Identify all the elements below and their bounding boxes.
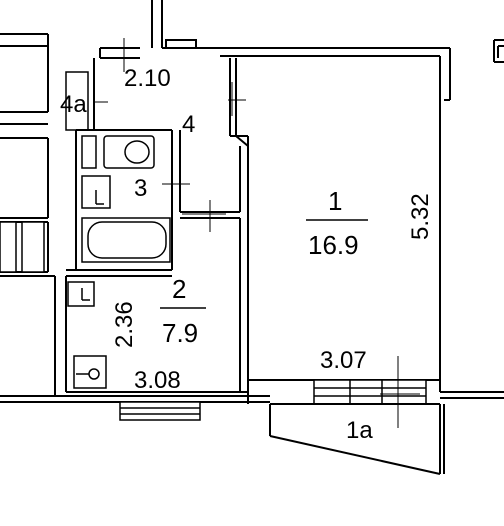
room-1-area: 16.9	[308, 230, 359, 260]
fixtures	[65, 71, 171, 389]
dim-room2-width: 3.08	[134, 367, 181, 394]
room-2-number: 2	[172, 274, 186, 304]
room-1a-label: 1a	[346, 417, 373, 444]
room-4-label: 4	[182, 111, 195, 138]
dim-room1-length: 5.32	[407, 193, 434, 240]
dim-room1-width: 3.07	[320, 347, 367, 374]
toilet-bowl-icon	[124, 140, 150, 164]
dim-hall-width: 2.10	[124, 65, 171, 92]
room-1-number: 1	[328, 186, 342, 216]
dimension-ticks	[94, 38, 420, 428]
balcony	[269, 403, 445, 475]
windows	[0, 221, 427, 421]
room-2-area: 7.9	[162, 318, 198, 348]
stove-burner-icon	[88, 368, 100, 380]
walls	[0, 0, 504, 404]
dim-room2-height: 2.36	[111, 301, 138, 348]
room-4a-label: 4a	[60, 91, 87, 118]
room-3-label: 3	[134, 175, 147, 202]
